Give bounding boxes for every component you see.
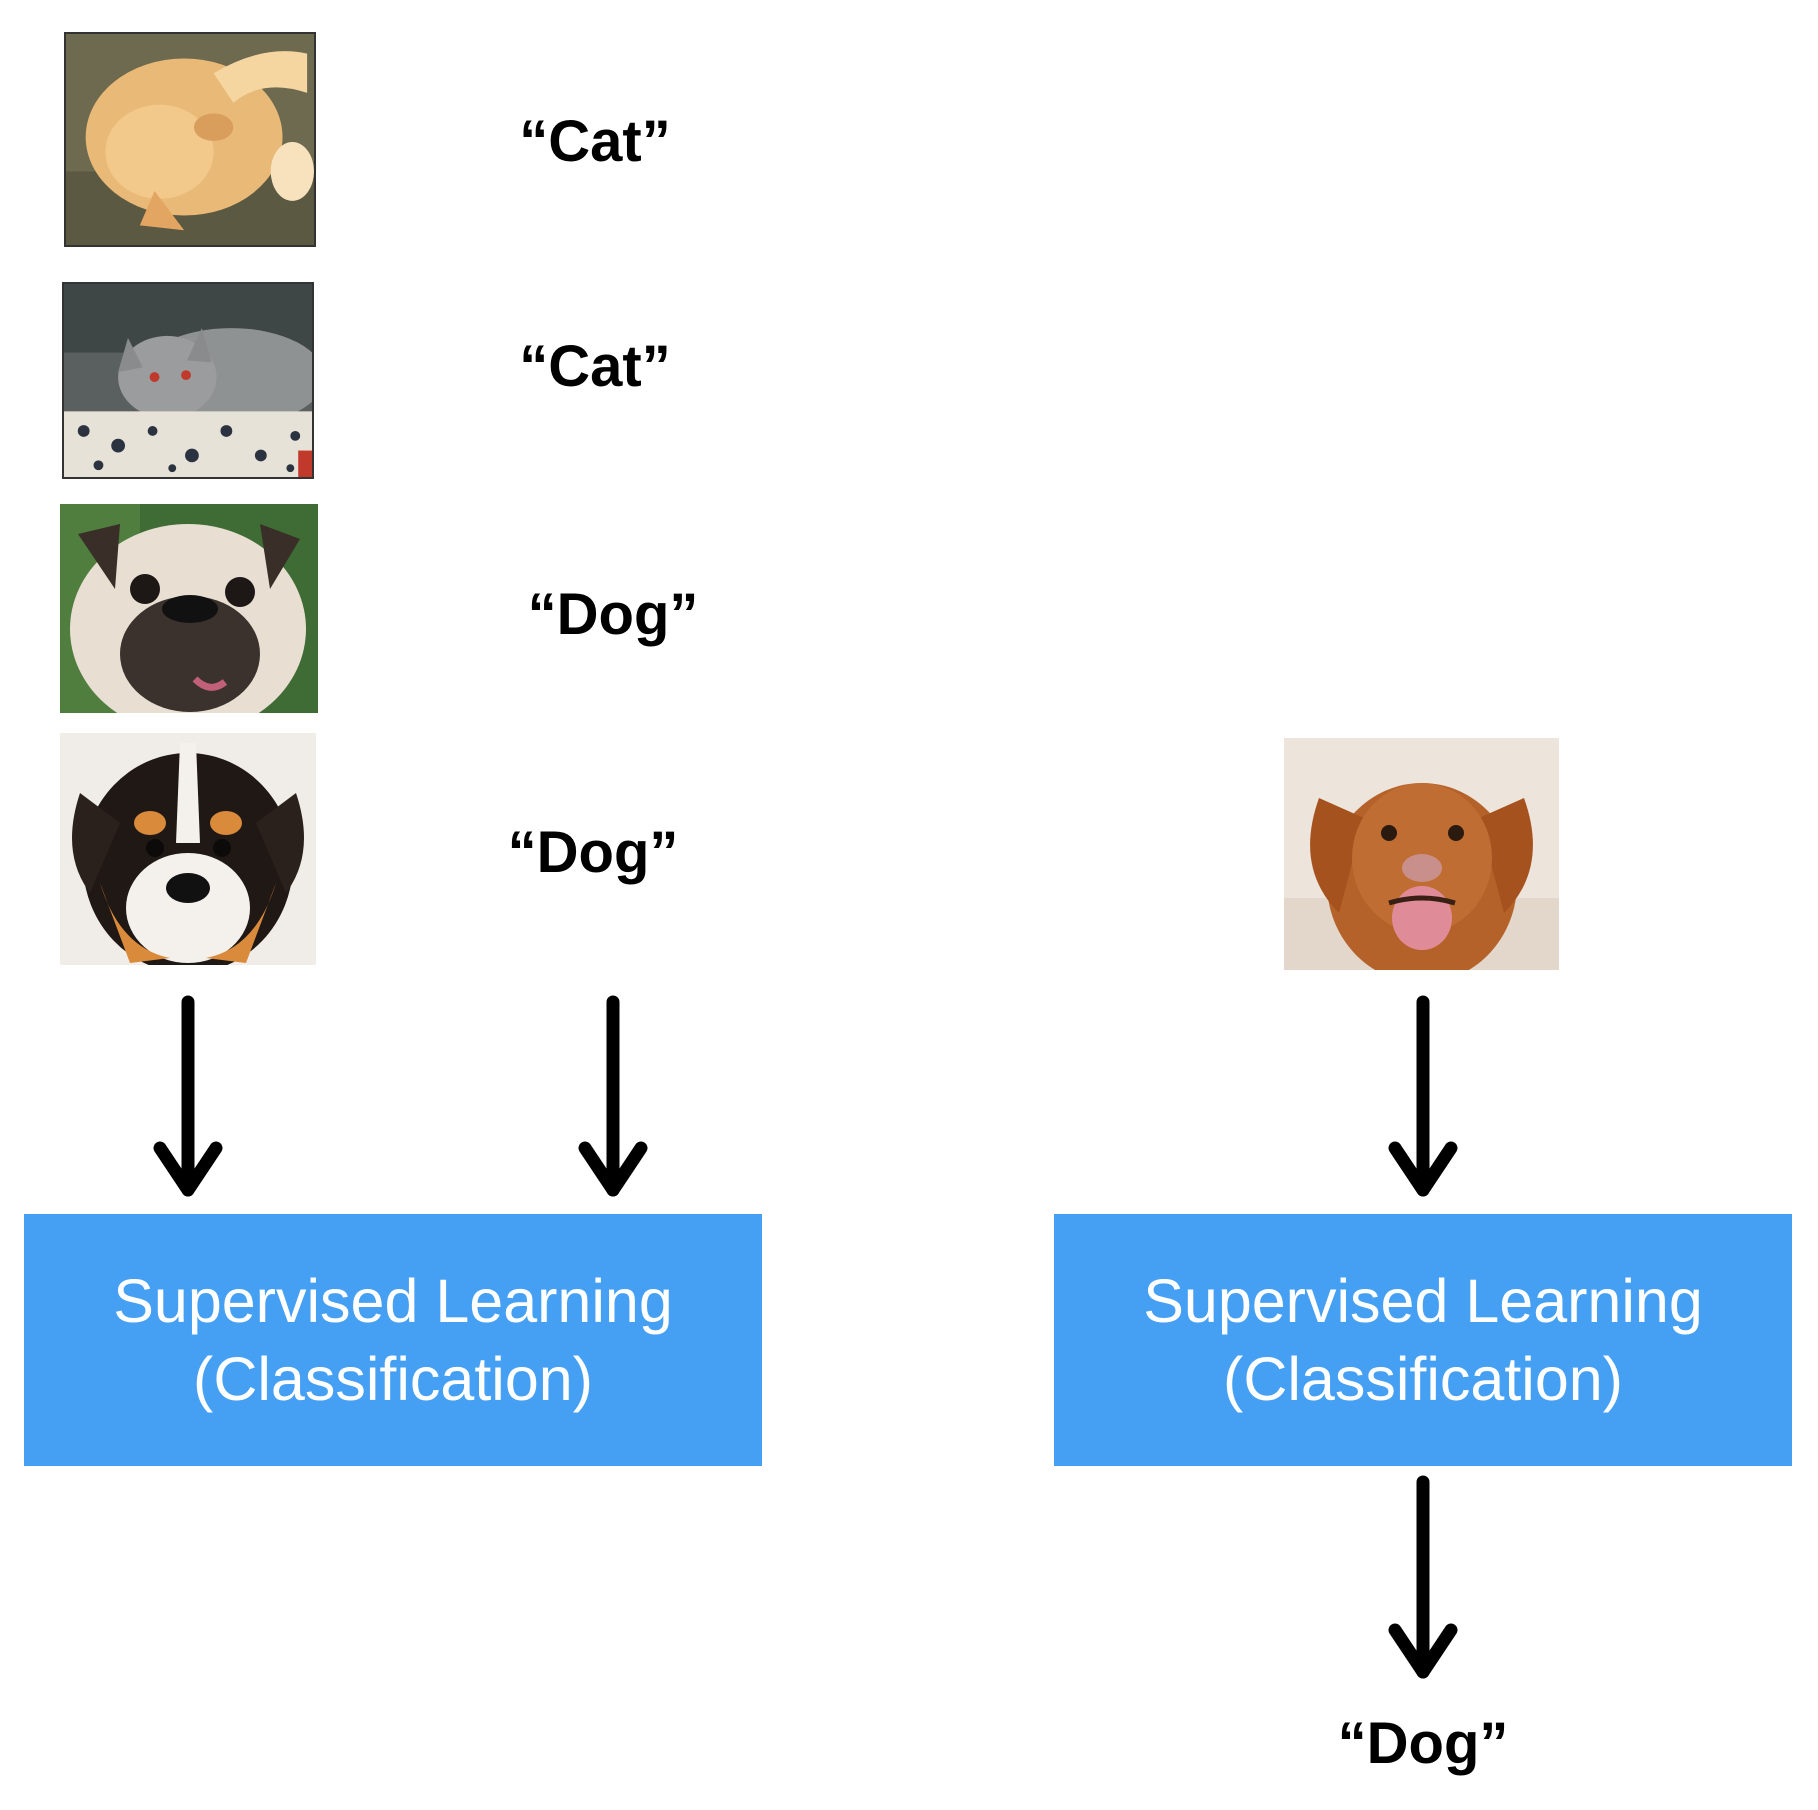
gray-cat-photo — [62, 282, 314, 479]
prediction-model-title: Supervised Learning — [1143, 1267, 1703, 1335]
prediction-model-box: Supervised Learning (Classification) — [1054, 1214, 1792, 1466]
brown-dog-photo — [1284, 738, 1559, 970]
input-to-prediction-arrow — [1388, 995, 1458, 1197]
training-label-cat-1: “Cat” — [519, 109, 671, 174]
training-label-dog-1: “Dog” — [527, 582, 699, 647]
training-model-box: Supervised Learning (Classification) — [24, 1214, 762, 1466]
prediction-model-subtitle: (Classification) — [1223, 1345, 1623, 1413]
training-label-cat-2: “Cat” — [519, 334, 671, 399]
images-to-training-arrow — [153, 995, 223, 1197]
training-model-title: Supervised Learning — [113, 1267, 673, 1335]
pug-photo — [60, 504, 318, 713]
prediction-output-label: “Dog” — [1337, 1711, 1509, 1776]
training-model-subtitle: (Classification) — [193, 1345, 593, 1413]
prediction-to-output-arrow — [1388, 1475, 1458, 1679]
training-label-dog-2: “Dog” — [507, 820, 679, 885]
puppy-photo — [60, 733, 316, 965]
labels-to-training-arrow — [578, 995, 648, 1197]
orange-cat-photo — [64, 32, 316, 247]
